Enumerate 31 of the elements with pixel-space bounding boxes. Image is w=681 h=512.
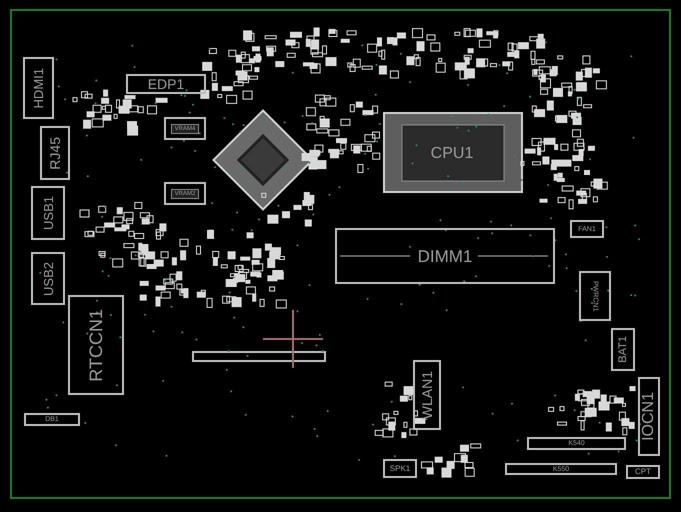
component-outline bbox=[570, 220, 604, 238]
reference-designator: CPU1 bbox=[430, 146, 474, 162]
component-outline bbox=[40, 126, 70, 180]
reference-designator: RTCCN1 bbox=[87, 308, 105, 382]
component-outline bbox=[31, 252, 65, 305]
reference-designator: USB1 bbox=[42, 196, 54, 230]
component-outline bbox=[505, 463, 617, 475]
component-outline bbox=[527, 437, 626, 450]
reference-designator: CPT bbox=[635, 468, 651, 476]
component-outline bbox=[626, 465, 660, 479]
memory-slot bbox=[335, 228, 555, 284]
component-outline bbox=[24, 413, 80, 426]
reference-designator: WLAN1 bbox=[420, 370, 434, 420]
reference-designator: USB2 bbox=[42, 262, 54, 296]
reference-designator: RJ45 bbox=[48, 136, 62, 170]
component-outline bbox=[126, 74, 206, 94]
component-outline bbox=[68, 295, 124, 395]
reference-designator: SPK1 bbox=[390, 464, 410, 472]
component-outline bbox=[31, 186, 65, 240]
component-outline bbox=[611, 328, 635, 371]
reference-designator: HDMI1 bbox=[32, 68, 45, 108]
component-outline bbox=[23, 57, 54, 119]
reference-designator: IOCN1 bbox=[641, 392, 657, 441]
component-outline bbox=[383, 459, 417, 478]
component-outline bbox=[164, 117, 206, 140]
component-outline bbox=[638, 377, 660, 456]
component-outline bbox=[579, 271, 611, 321]
component-outline bbox=[164, 182, 206, 205]
reference-designator: EDP1 bbox=[148, 77, 184, 91]
reference-designator: BAT1 bbox=[618, 336, 628, 363]
component-outline bbox=[413, 360, 441, 430]
